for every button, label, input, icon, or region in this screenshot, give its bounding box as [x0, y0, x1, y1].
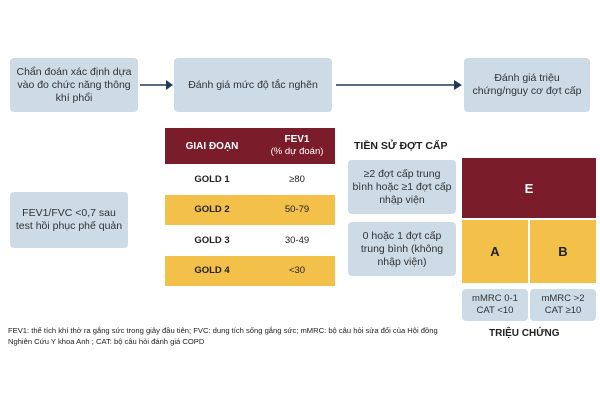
mmrc-high-text: mMRC >2 CAT ≥10: [541, 293, 585, 316]
fev1-header: FEV1 (% dự đoán): [259, 134, 335, 158]
mmrc-low-box: mMRC 0-1 CAT <10: [462, 289, 528, 321]
table-row: GOLD 1 ≥80: [165, 164, 335, 195]
fev1-cell: 50-79: [284, 204, 310, 216]
group-e-cell: E: [462, 158, 596, 218]
diagnosis-text: Chẩn đoán xác định dựa vào đo chức năng …: [16, 65, 132, 104]
diagnosis-box: Chẩn đoán xác định dựa vào đo chức năng …: [10, 58, 138, 112]
history-title: TIỀN SỬ ĐỢT CẤP: [354, 140, 448, 152]
history-high-box: ≥2 đợt cấp trung bình hoặc ≥1 đợt cấp nh…: [348, 160, 456, 214]
mmrc-low-text: mMRC 0-1 CAT <10: [472, 293, 518, 316]
fev1-header-label: FEV1: [284, 134, 310, 145]
fev1-header-unit: (% dự đoán): [270, 146, 324, 157]
fev1-fvc-box: FEV1/FVC <0,7 sau test hồi phục phế quản: [10, 192, 128, 248]
symptoms-title: TRIỆU CHỨNG: [489, 328, 560, 339]
history-high-text: ≥2 đợt cấp trung bình hoặc ≥1 đợt cấp nh…: [352, 167, 452, 206]
mmrc-high-box: mMRC >2 CAT ≥10: [530, 289, 596, 321]
stage-cell: GOLD 3: [194, 234, 230, 246]
fev1-cell: 30-49: [284, 234, 310, 246]
footnote: FEV1: thể tích khí thở ra gắng sức trong…: [8, 326, 438, 346]
stage-cell: GOLD 4: [194, 265, 230, 277]
stage-cell: GOLD 2: [194, 204, 230, 216]
group-b-cell: B: [530, 220, 596, 283]
arrow-right-icon: [336, 80, 462, 90]
gold-table: GIAI ĐOẠN FEV1 (% dự đoán) GOLD 1 ≥80 GO…: [165, 128, 335, 286]
stage-header: GIAI ĐOẠN: [185, 140, 239, 152]
table-row: GOLD 4 <30: [165, 255, 335, 286]
symptom-risk-text: Đánh giá triệu chứng/nguy cơ đợt cấp: [472, 72, 582, 97]
fev1-fvc-text: FEV1/FVC <0,7 sau test hồi phục phế quản: [15, 207, 123, 232]
group-a-cell: A: [462, 220, 528, 283]
history-low-text: 0 hoặc 1 đợt cấp trung bình (không nhập …: [360, 229, 444, 268]
obstruction-text: Đánh giá mức độ tắc nghẽn: [188, 78, 318, 91]
table-row: GOLD 2 50-79: [165, 194, 335, 225]
obstruction-box: Đánh giá mức độ tắc nghẽn: [174, 58, 332, 112]
gold-table-header: GIAI ĐOẠN FEV1 (% dự đoán): [165, 128, 335, 164]
fev1-cell: <30: [288, 265, 306, 277]
arrow-right-icon: [140, 80, 173, 90]
symptom-risk-box: Đánh giá triệu chứng/nguy cơ đợt cấp: [464, 58, 590, 112]
stage-cell: GOLD 1: [194, 173, 230, 185]
fev1-cell: ≥80: [289, 173, 305, 185]
history-low-box: 0 hoặc 1 đợt cấp trung bình (không nhập …: [348, 222, 456, 276]
table-row: GOLD 3 30-49: [165, 225, 335, 256]
